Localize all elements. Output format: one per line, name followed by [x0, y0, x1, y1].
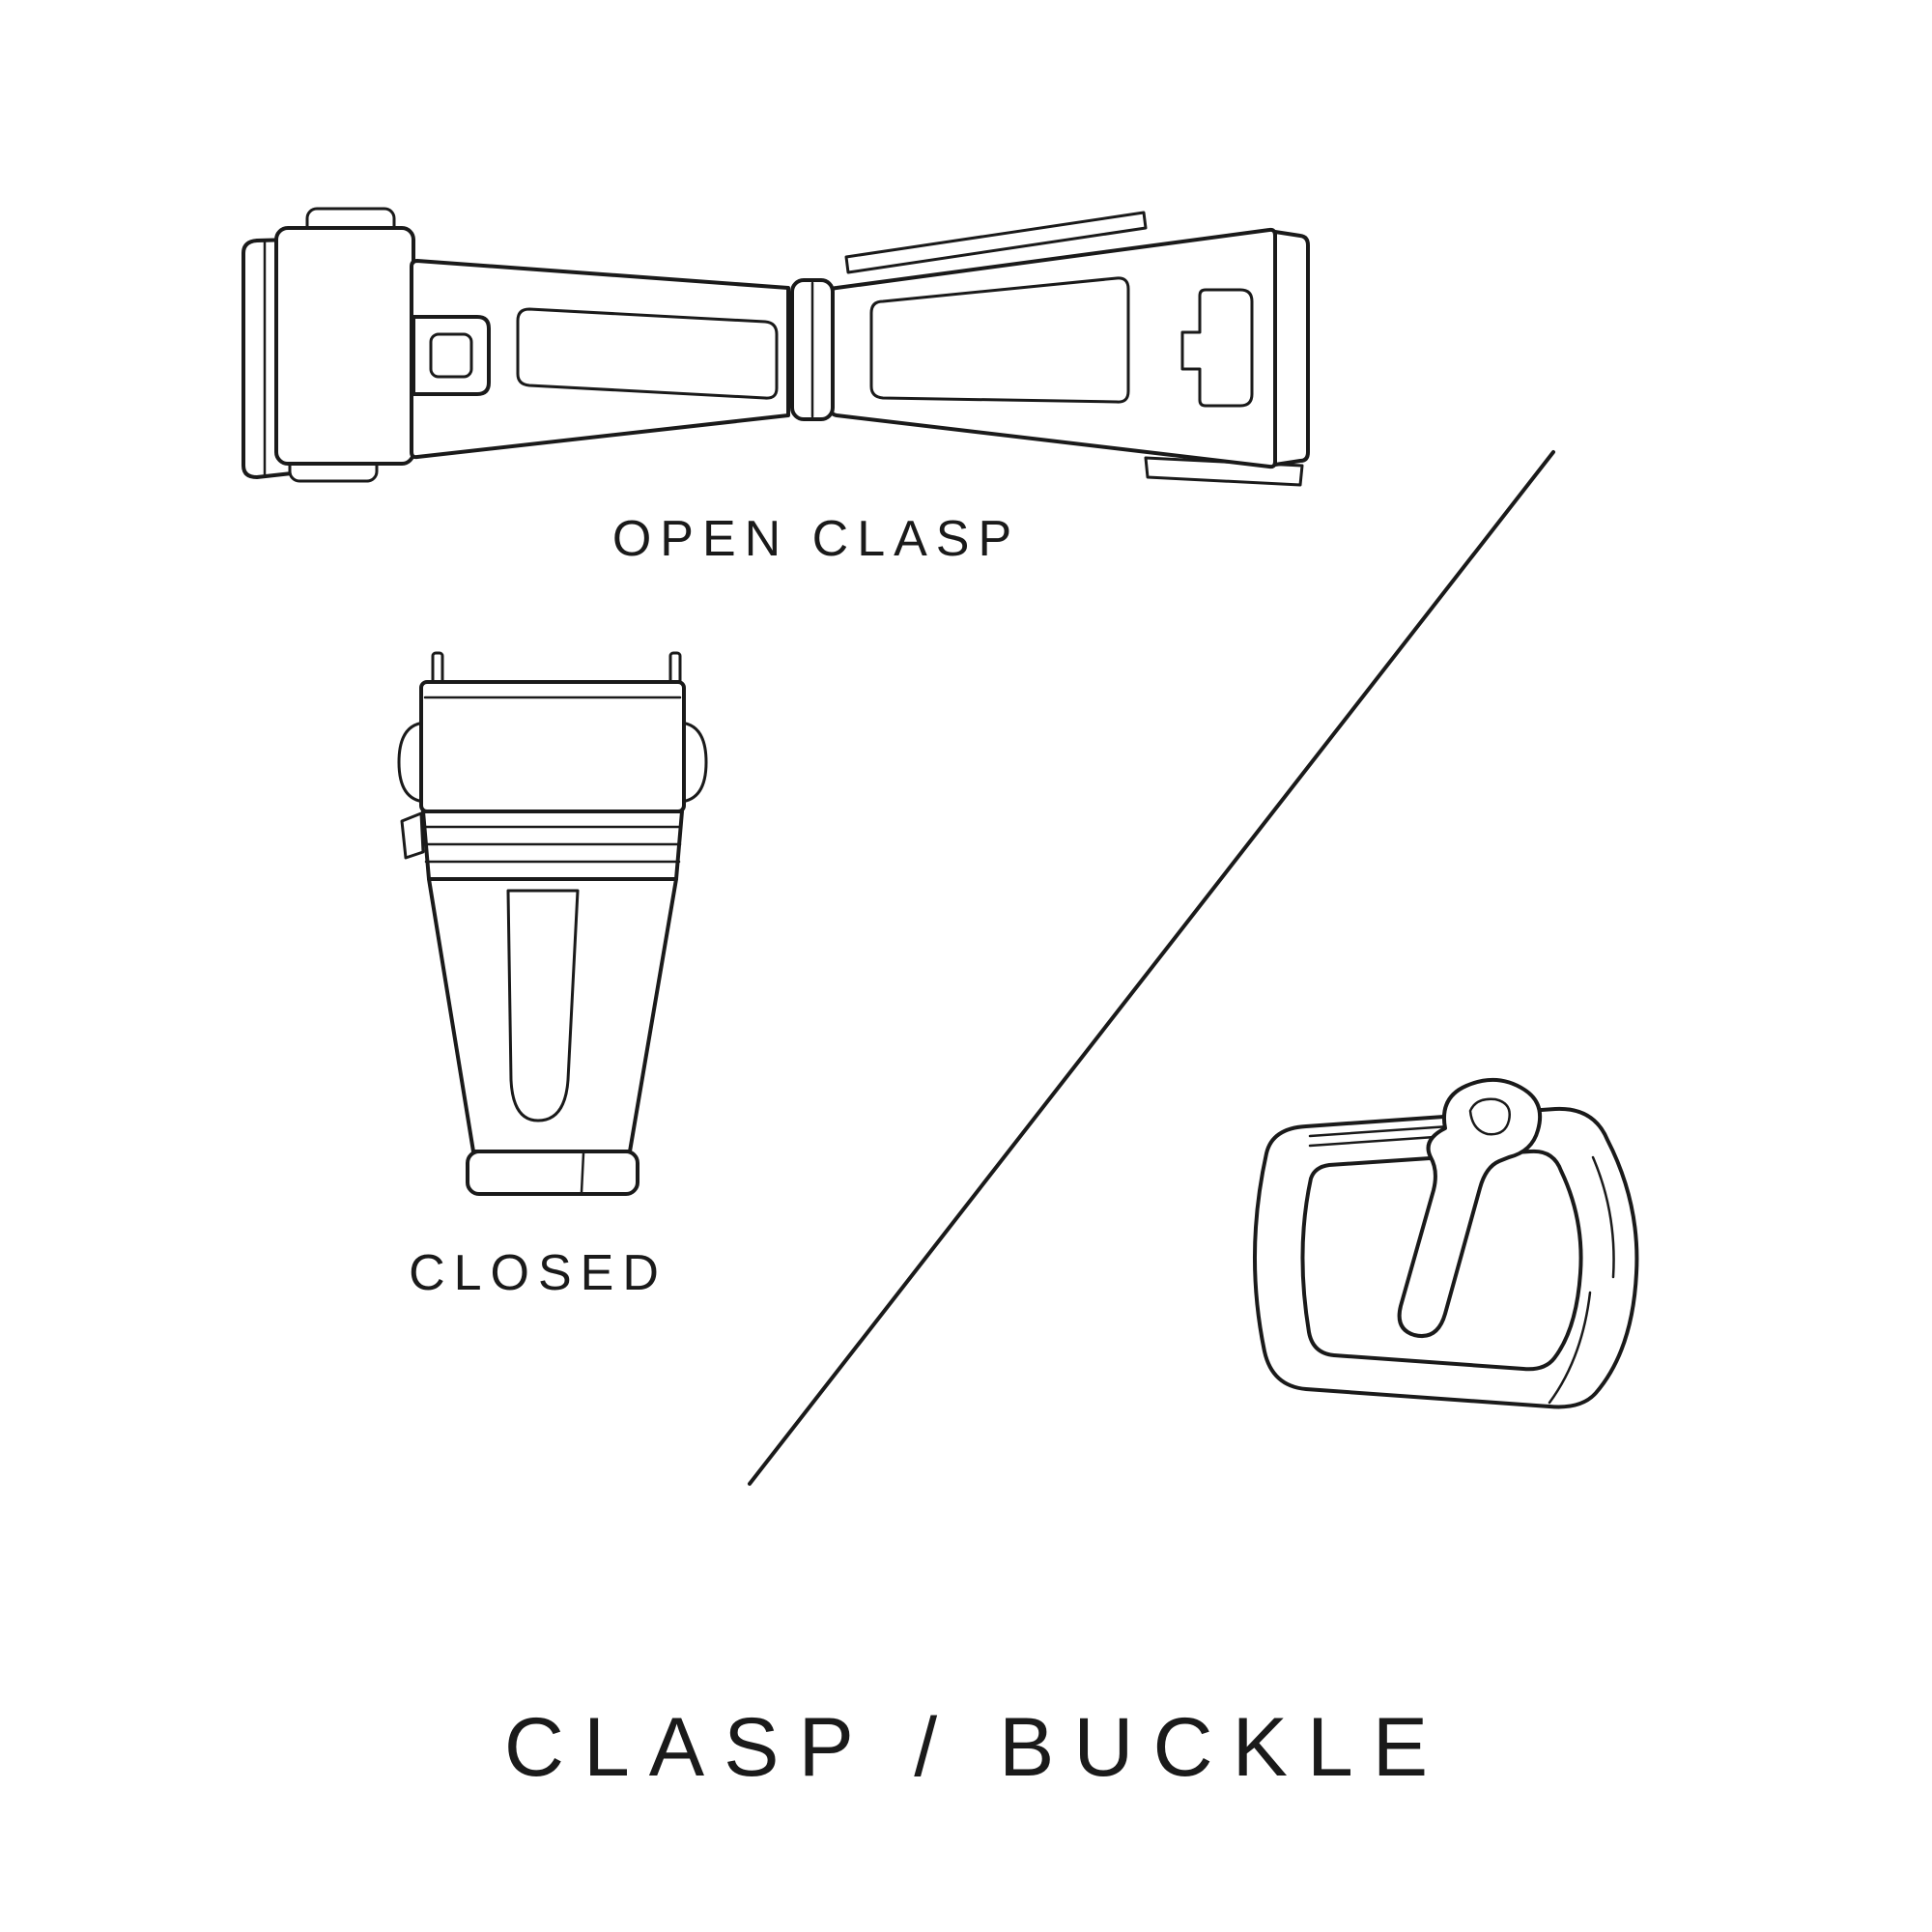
closed-left-fold [400, 811, 425, 860]
clasp-top-plate [844, 211, 1148, 274]
closed-body [427, 877, 678, 1153]
clasp-right-cutout [869, 276, 1130, 404]
closed-ear-left [397, 721, 427, 804]
buckle-tang-loop-hole [1468, 1097, 1511, 1136]
closed-bottom-cap-line [580, 1151, 585, 1194]
buckle-right-band-detail [1591, 1155, 1615, 1279]
closed-bottom-cap [466, 1150, 639, 1196]
clasp-left-link [410, 259, 790, 460]
closed-ear-right [678, 721, 708, 804]
buckle-pin-axle-bottom [1308, 1134, 1451, 1148]
tang-buckle-illustration [1252, 1077, 1639, 1409]
diagonal-divider-line [748, 450, 1555, 1486]
diagram-title: CLASP / BUCKLE [503, 1701, 1448, 1794]
buckle-tang [1397, 1077, 1543, 1338]
clasp-left-block [274, 226, 415, 466]
clasp-right-keeper [1180, 288, 1254, 408]
closed-label: CLOSED [409, 1245, 668, 1301]
closed-clasp-illustration [397, 651, 708, 1196]
buckle-frame [1252, 1106, 1639, 1409]
clasp-right-endcap [1273, 230, 1310, 467]
clasp-hook-hole [429, 332, 473, 379]
open-clasp-illustration [242, 207, 1310, 487]
closed-body-slot [506, 889, 580, 1122]
open-clasp-label: OPEN CLASP [611, 511, 1021, 567]
buckle-bottom-band-detail [1548, 1291, 1592, 1405]
clasp-left-cutout [516, 307, 779, 400]
closed-top-block [419, 680, 686, 813]
buckle-pin-axle-top [1308, 1124, 1451, 1138]
clasp-hook-tab [412, 315, 491, 396]
